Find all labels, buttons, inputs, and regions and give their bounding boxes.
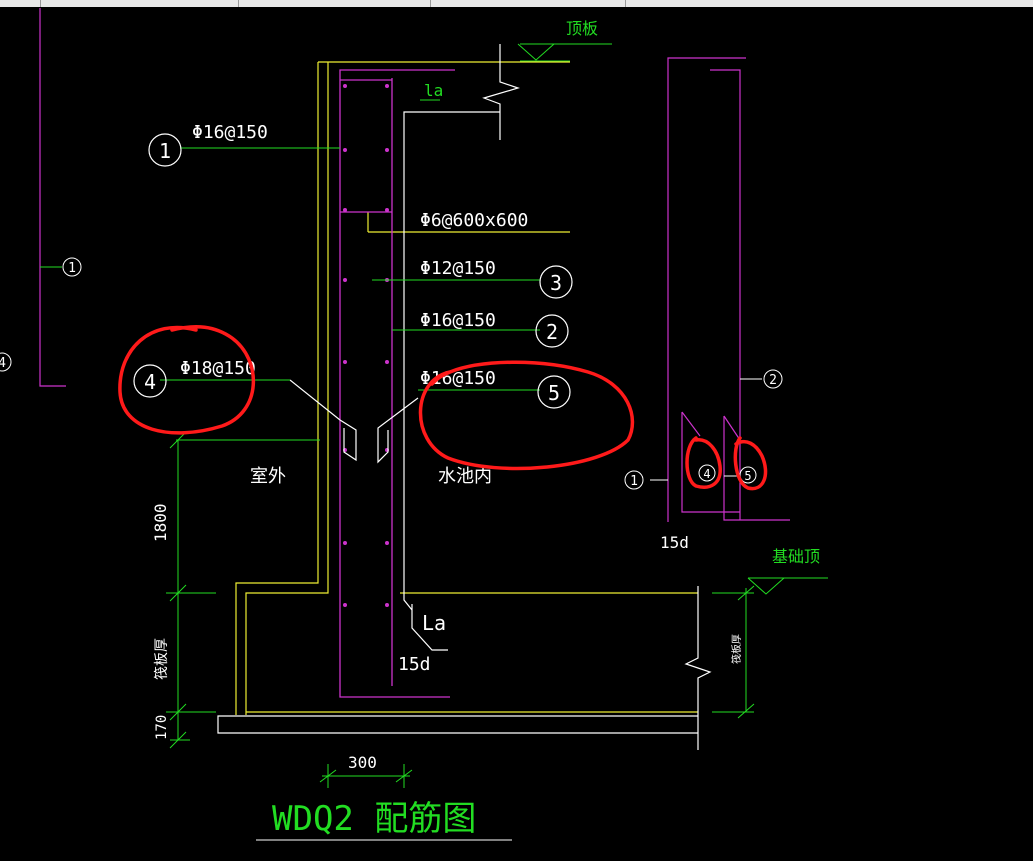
rebar-5-spec: Φ16@150 [420,368,496,389]
svg-text:2: 2 [769,373,777,388]
top-slab-level-symbol [517,43,612,62]
dim-raft-right-label: 筏板厚 [730,634,743,664]
rebar-3-spec: Φ12@150 [420,258,496,279]
toolbar-divider [625,0,626,7]
svg-text:4: 4 [144,370,156,394]
svg-text:5: 5 [744,469,751,483]
marker-2[interactable]: 2 [535,314,569,348]
toolbar-divider [430,0,431,7]
drawing-title: WDQ2 配筋图 [272,799,476,839]
top-slab-label: 顶板 [566,19,598,38]
marker-4[interactable]: 4 [133,364,167,398]
toolbar-divider [238,0,239,7]
marker-right-2[interactable]: 2 [763,369,783,389]
inside-pool-label: 水池内 [438,466,492,487]
right-dimension [712,577,828,719]
svg-text:4: 4 [0,356,6,371]
rebar-4-spec: Φ18@150 [180,358,256,379]
svg-text:5: 5 [548,381,560,405]
left-partial-section [39,8,66,387]
rebar-dots [343,84,389,607]
la-bottom-label: La [422,611,446,635]
svg-text:1: 1 [159,139,171,163]
leader-lines [160,147,540,441]
marker-right-4[interactable]: 4 [698,464,716,482]
inner-la-bar [403,111,500,651]
svg-text:3: 3 [550,271,562,295]
bent-bars [289,379,419,464]
hook-15d-center-label: 15d [398,654,431,675]
cad-toolbar-strip [0,0,1033,7]
dim-raft-left-label: 筏板厚 [153,638,170,680]
marker-1[interactable]: 1 [148,133,182,167]
foundation-top-label: 基础顶 [772,547,820,566]
wall-outline [235,61,698,715]
dim-300-label: 300 [348,753,377,772]
wall-rebars [339,69,455,698]
marker-5[interactable]: 5 [537,375,571,409]
svg-text:4: 4 [703,467,710,481]
dim-1800-label: 1800 [151,503,170,542]
right-detail-lines [650,57,790,522]
outside-label: 室外 [250,466,286,487]
rebar-1-spec: Φ16@150 [192,122,268,143]
toolbar-divider [40,0,41,7]
rebar-tie-spec: Φ6@600x600 [420,210,528,231]
marker-3[interactable]: 3 [539,265,573,299]
svg-text:2: 2 [546,320,558,344]
dim-300 [319,764,413,788]
svg-text:1: 1 [630,474,638,489]
la-top-label: la [424,81,443,100]
marker-left-edge-1[interactable]: 1 [62,257,82,277]
svg-text:1: 1 [68,261,76,276]
marker-right-1[interactable]: 1 [624,470,644,490]
rebar-2-spec: Φ16@150 [420,310,496,331]
left-dimension-chain [166,431,216,749]
dim-170-label: 170 [154,715,170,740]
marker-right-5[interactable]: 5 [739,466,757,484]
hook-15d-right-label: 15d [660,533,689,552]
marker-left-edge-4[interactable]: 4 [0,352,12,372]
red-annotation-loops [118,324,768,491]
foundation-slab [217,586,712,750]
top-break-line [482,44,521,140]
